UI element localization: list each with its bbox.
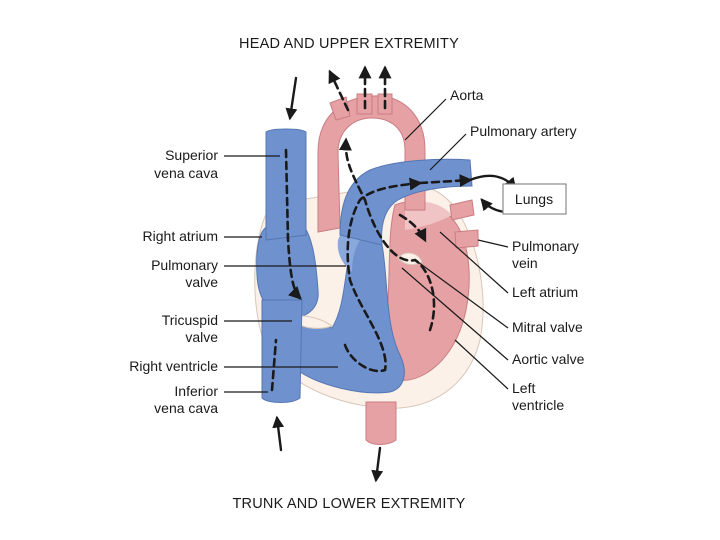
label-left-ventricle-1: Left (512, 380, 535, 396)
label-inferior-vena-cava-2: vena cava (154, 400, 218, 416)
title-trunk-lower-extremity: TRUNK AND LOWER EXTREMITY (233, 496, 466, 512)
flow-ivc-to-ra (270, 338, 278, 392)
blood-flow-arrows (270, 65, 473, 392)
label-left-ventricle-2: ventricle (512, 397, 564, 413)
pulmonary-vein-upper (449, 199, 475, 221)
label-pulmonary-valve-2: valve (185, 274, 218, 290)
flow-la-to-lv (398, 213, 427, 243)
label-inferior-vena-cava-1: Inferior (174, 383, 218, 399)
label-aortic-valve: Aortic valve (512, 351, 585, 367)
flow-svc-to-ra (284, 148, 302, 300)
label-pulmonary-valve-1: Pulmonary (151, 257, 218, 273)
right-ventricle-chamber (280, 234, 405, 394)
lungs-box: Lungs (502, 183, 567, 215)
label-tricuspid-valve-2: valve (185, 329, 218, 345)
leader-pulmonary-artery (429, 133, 467, 171)
leader-left-ventricle (454, 339, 509, 390)
arrow-to-lower-body (371, 446, 384, 483)
heart-illustration (254, 93, 484, 445)
title-head-upper-extremity: HEAD AND UPPER EXTREMITY (239, 36, 459, 52)
label-left-atrium: Left atrium (512, 284, 578, 300)
right-labels: Aorta Pulmonary artery Pulmonary vein Le… (401, 87, 585, 413)
inferior-vena-cava-vessel (261, 299, 303, 403)
flow-aorta-branch-left (328, 69, 350, 112)
label-superior-vena-cava-1: Superior (165, 147, 218, 163)
label-lungs: Lungs (515, 191, 553, 207)
leader-aortic-valve (401, 267, 509, 361)
arrow-from-lower-body (272, 415, 285, 452)
label-superior-vena-cava-2: vena cava (154, 165, 218, 181)
label-pulmonary-vein-1: Pulmonary (512, 238, 579, 254)
leader-aorta (404, 98, 447, 141)
descending-aorta-vessel (365, 401, 397, 445)
flow-lv-to-aorta (338, 137, 436, 332)
flow-pa-to-lungs (418, 174, 473, 188)
leader-left-atrium (439, 231, 509, 294)
pulmonary-vein-lower (454, 229, 479, 249)
leader-pulmonary-vein (477, 239, 509, 248)
label-pulmonary-vein-2: vein (512, 255, 538, 271)
arrow-from-head (285, 76, 298, 121)
aorta-vessel (317, 95, 426, 233)
leader-mitral-valve (417, 261, 509, 329)
label-right-atrium: Right atrium (143, 228, 218, 244)
superior-vena-cava-vessel (265, 128, 307, 241)
flow-rv-to-pa (343, 177, 423, 373)
label-tricuspid-valve-1: Tricuspid (162, 312, 218, 328)
label-pulmonary-artery: Pulmonary artery (470, 123, 577, 139)
left-labels: Superior vena cava Right atrium Pulmonar… (129, 147, 346, 416)
label-mitral-valve: Mitral valve (512, 319, 583, 335)
label-right-ventricle: Right ventricle (129, 358, 218, 374)
label-aorta: Aorta (450, 87, 484, 103)
